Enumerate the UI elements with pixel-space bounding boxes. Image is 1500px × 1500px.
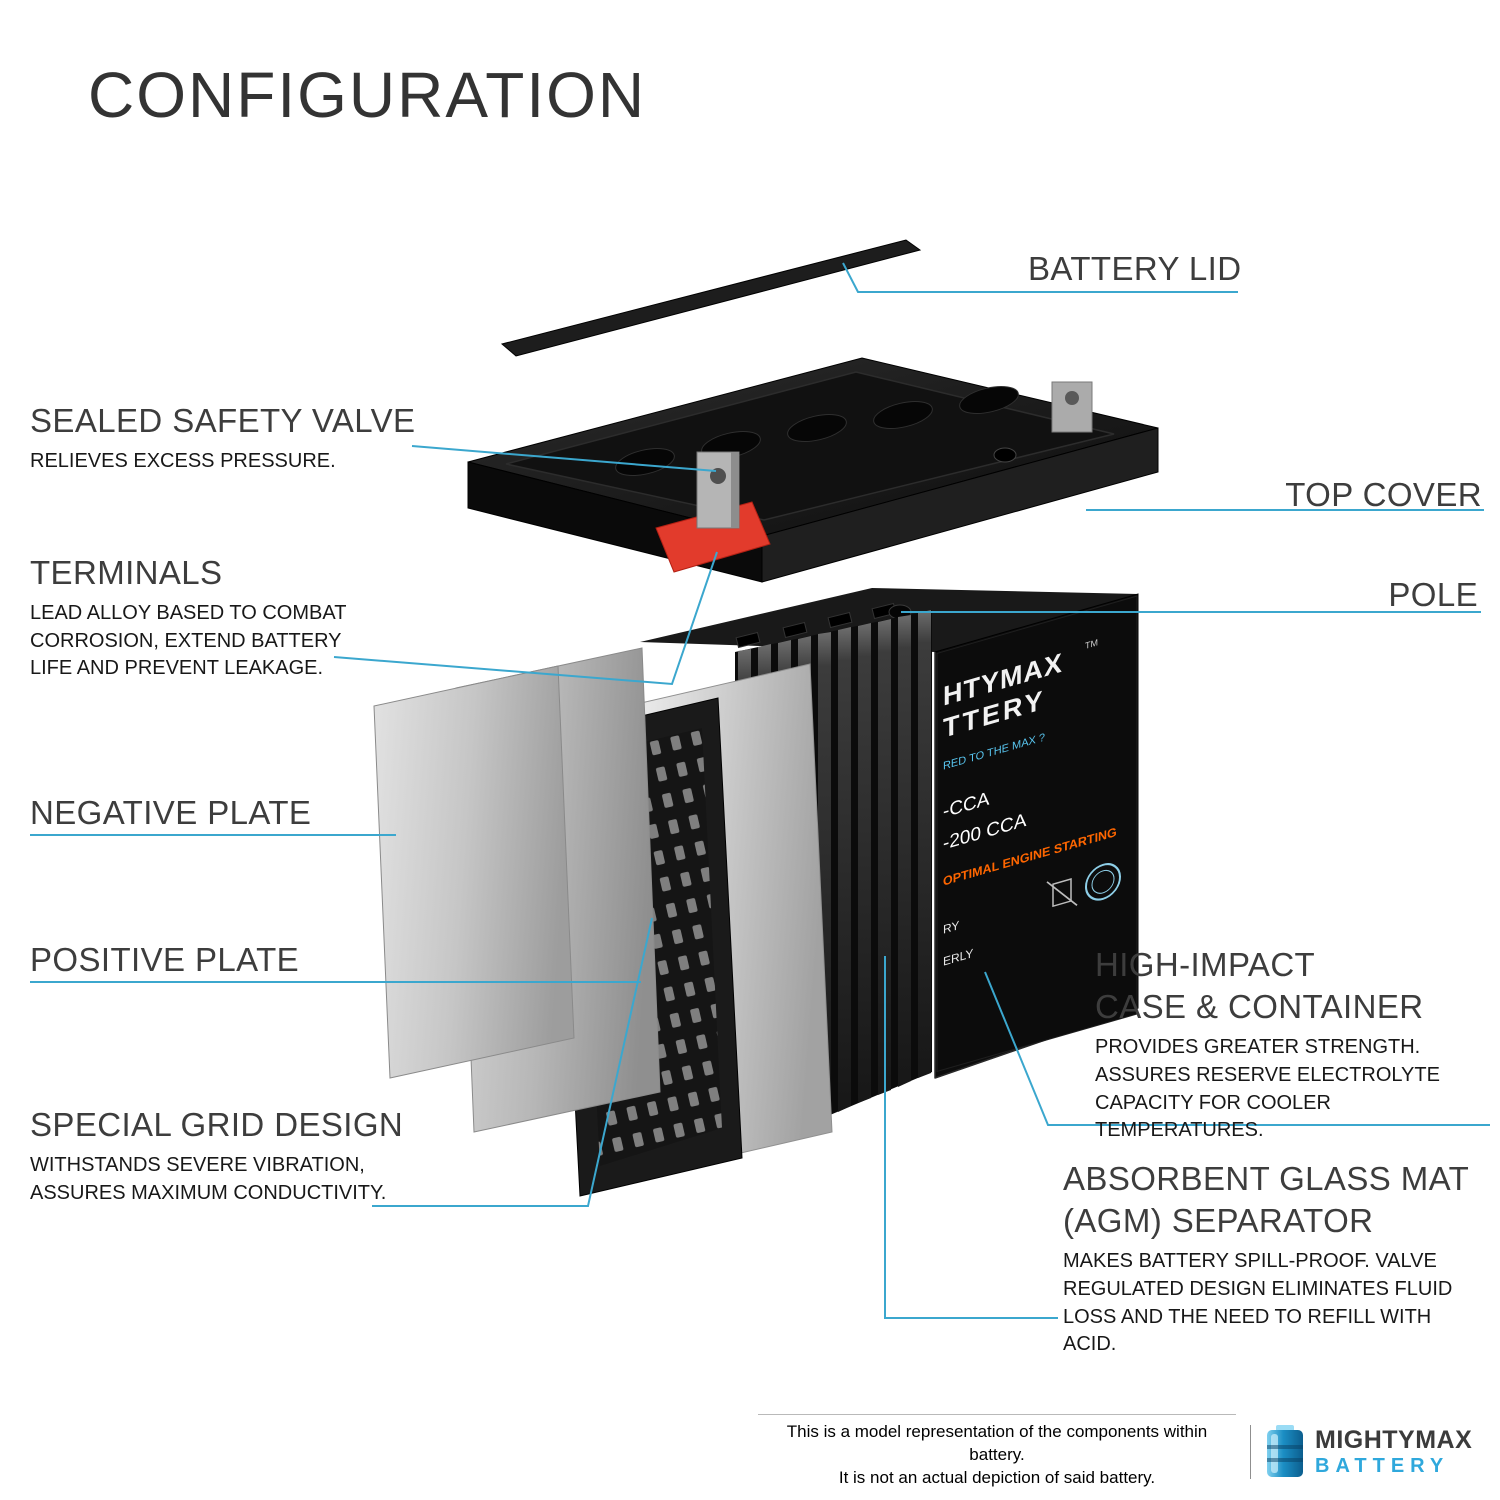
battery-label-panel: HTYMAX TM TTERY RED TO THE MAX ? -CCA -2… [936, 595, 1138, 1073]
callout-battery-lid: BATTERY LID [1028, 248, 1241, 290]
cell-caps [735, 602, 897, 649]
page-title: CONFIGURATION [88, 59, 647, 131]
leader-agm-separator [884, 956, 1058, 1319]
negative-plate-shape [373, 665, 575, 1079]
callout-leader-lines [30, 262, 1490, 1319]
callout-heading: NEGATIVE PLATE [30, 794, 312, 831]
callout-desc: LEAD ALLOY BASED TO COMBAT CORROSION, EX… [30, 602, 347, 680]
leader-battery-lid [842, 262, 1238, 293]
safety-valve-vent-2 [993, 447, 1017, 463]
certification-seal-icon [1085, 863, 1121, 901]
crossed-bin-icon [1046, 878, 1078, 908]
brand-logo: MIGHTYMAX BATTERY [1265, 1424, 1472, 1479]
leader-special-grid-design [372, 917, 653, 1207]
callout-desc: MAKES BATTERY SPILL-PROOF. VALVE REGULAT… [1063, 1250, 1453, 1356]
callout-heading: SPECIAL GRID DESIGN [30, 1106, 404, 1143]
callout-heading: POLE [1388, 576, 1478, 613]
label-tm: TM [1085, 637, 1098, 651]
brand-sub: BATTERY [1315, 1454, 1450, 1477]
leader-sealed-safety-valve [411, 445, 717, 472]
callout-pole: POLE [1388, 574, 1478, 616]
callout-heading: ABSORBENT GLASS MAT (AGM) SEPARATOR [1063, 1160, 1470, 1240]
callout-heading: SEALED SAFETY VALVE [30, 402, 416, 439]
battery-lid-shape [500, 239, 922, 357]
callout-heading: BATTERY LID [1028, 250, 1242, 287]
leader-terminals [333, 551, 718, 686]
callout-special-grid-design: SPECIAL GRID DESIGN WITHSTANDS SEVERE VI… [30, 1104, 450, 1207]
callout-top-cover: TOP COVER [1285, 474, 1482, 516]
callout-high-impact-case: HIGH-IMPACT CASE & CONTAINER PROVIDES GR… [1095, 944, 1495, 1145]
callout-sealed-safety-valve: SEALED SAFETY VALVE RELIEVES EXCESS PRES… [30, 400, 460, 476]
footer-disclaimer: This is a model representation of the co… [758, 1414, 1236, 1490]
footer: This is a model representation of the co… [758, 1414, 1472, 1490]
callout-heading: HIGH-IMPACT CASE & CONTAINER [1095, 946, 1424, 1026]
callout-terminals: TERMINALS LEAD ALLOY BASED TO COMBAT COR… [30, 552, 390, 683]
battery-logo-icon [1267, 1424, 1303, 1477]
brand-name: MIGHTYMAX [1315, 1426, 1473, 1455]
callout-desc: WITHSTANDS SEVERE VIBRATION, ASSURES MAX… [30, 1154, 387, 1204]
label-partial1: RY [943, 918, 959, 936]
brand-text: MIGHTYMAX BATTERY [1315, 1427, 1472, 1477]
terminal-front-shape [655, 451, 771, 573]
terminal-rear-shape [1051, 381, 1093, 433]
footer-line2: It is not an actual depiction of said ba… [838, 1467, 1156, 1487]
callout-agm-separator: ABSORBENT GLASS MAT (AGM) SEPARATOR MAKE… [1063, 1158, 1483, 1359]
callout-heading: TOP COVER [1285, 476, 1482, 513]
footer-divider [1250, 1424, 1251, 1479]
callout-heading: TERMINALS [30, 554, 223, 591]
callout-desc: PROVIDES GREATER STRENGTH. ASSURES RESER… [1095, 1036, 1440, 1142]
callout-positive-plate: POSITIVE PLATE [30, 939, 299, 981]
callout-heading: POSITIVE PLATE [30, 941, 300, 978]
callout-desc: RELIEVES EXCESS PRESSURE. [30, 450, 336, 473]
footer-line1: This is a model representation of the co… [786, 1422, 1208, 1464]
leader-high-impact-case [984, 971, 1490, 1126]
callout-negative-plate: NEGATIVE PLATE [30, 792, 311, 834]
